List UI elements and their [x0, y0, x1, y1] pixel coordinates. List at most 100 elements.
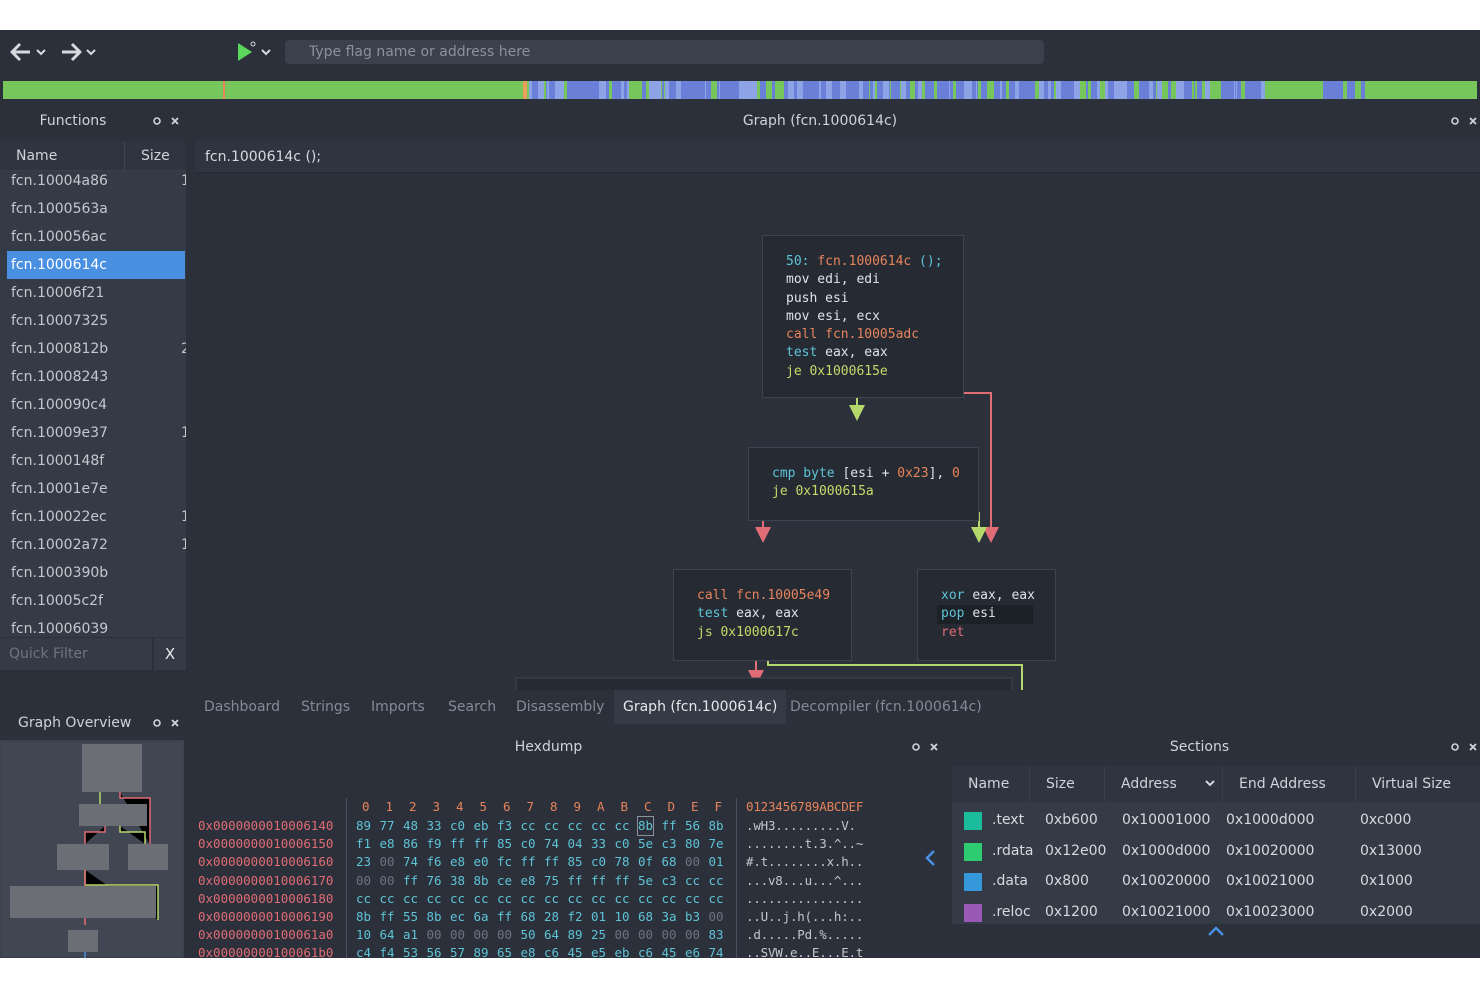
- hexdump-byte[interactable]: ff: [661, 818, 677, 833]
- hexdump-byte[interactable]: 56: [685, 818, 701, 833]
- hexdump-byte[interactable]: 33: [591, 836, 607, 852]
- column-virtual-size[interactable]: Virtual Size: [1372, 776, 1451, 792]
- hexdump-byte[interactable]: 77: [379, 818, 395, 833]
- hexdump-byte[interactable]: 00: [450, 927, 466, 943]
- hexdump-byte[interactable]: cc: [450, 890, 466, 906]
- hexdump-byte[interactable]: c6: [638, 945, 654, 958]
- function-item[interactable]: fcn.10008243: [7, 363, 185, 391]
- hexdump-byte[interactable]: cc: [685, 890, 701, 906]
- hexdump-byte[interactable]: 00: [356, 872, 372, 888]
- hexdump-byte[interactable]: cc: [708, 872, 724, 888]
- hexdump-byte[interactable]: c0: [520, 836, 536, 852]
- hexdump-ascii[interactable]: .d.....Pd.%.....: [746, 927, 864, 943]
- float-icon[interactable]: [152, 718, 162, 728]
- column-name[interactable]: Name: [952, 766, 1030, 802]
- hexdump-byte[interactable]: 00: [685, 854, 701, 870]
- hexdump-byte[interactable]: b3: [685, 909, 701, 924]
- function-item[interactable]: fcn.1000563a: [7, 195, 185, 223]
- hexdump-byte[interactable]: e8: [520, 945, 536, 958]
- hexdump-byte[interactable]: 23: [356, 854, 372, 870]
- column-name[interactable]: Name: [16, 148, 58, 164]
- hexdump-byte[interactable]: cc: [544, 890, 560, 906]
- hexdump-byte[interactable]: ff: [450, 836, 466, 852]
- hexdump-byte[interactable]: 00: [614, 927, 630, 943]
- function-item[interactable]: fcn.10006039: [7, 615, 185, 637]
- hexdump-byte[interactable]: 01: [591, 909, 607, 924]
- basic-block-return[interactable]: xor eax, eax pop esi ret: [917, 569, 1056, 661]
- float-icon[interactable]: [911, 742, 921, 752]
- column-address[interactable]: Address: [1105, 766, 1223, 802]
- tab-imports[interactable]: Imports: [371, 699, 425, 715]
- quick-filter-input[interactable]: [0, 638, 152, 670]
- hexdump-byte[interactable]: ec: [450, 909, 466, 924]
- tab-dashboard[interactable]: Dashboard: [204, 699, 280, 715]
- function-item[interactable]: fcn.10006f21: [7, 279, 185, 307]
- hexdump-byte[interactable]: ff: [520, 854, 536, 870]
- hexdump-byte[interactable]: 45: [567, 945, 583, 958]
- hexdump-ascii[interactable]: #.t........x.h..: [746, 854, 864, 870]
- hexdump-byte[interactable]: cc: [567, 890, 583, 906]
- hexdump-byte[interactable]: 04: [567, 836, 583, 852]
- hexdump-ascii[interactable]: ...v8...u...^...: [746, 872, 864, 888]
- function-item[interactable]: fcn.10007325: [7, 307, 185, 335]
- hexdump-byte[interactable]: 85: [497, 836, 513, 852]
- collapse-left-button[interactable]: [921, 846, 941, 870]
- hexdump-byte[interactable]: 10: [356, 927, 372, 943]
- hexdump-byte[interactable]: f4: [379, 945, 395, 958]
- hexdump-byte[interactable]: e0: [473, 854, 489, 870]
- hexdump-byte[interactable]: 33: [426, 818, 442, 833]
- hexdump-byte[interactable]: e5: [591, 945, 607, 958]
- hexdump-byte[interactable]: 7e: [708, 836, 724, 852]
- hexdump-byte[interactable]: f1: [356, 836, 372, 852]
- hexdump-byte[interactable]: 89: [567, 927, 583, 943]
- hexdump-byte[interactable]: 5e: [638, 872, 654, 888]
- hexdump-ascii[interactable]: ........t.3.^..~: [746, 836, 864, 852]
- hexdump-byte[interactable]: ff: [473, 836, 489, 852]
- hexdump-byte[interactable]: 86: [403, 836, 419, 852]
- hexdump-byte[interactable]: cc: [614, 818, 630, 833]
- float-icon[interactable]: [152, 116, 162, 126]
- hexdump-byte[interactable]: e8: [379, 836, 395, 852]
- hexdump-byte[interactable]: 74: [544, 836, 560, 852]
- hexdump-byte[interactable]: c3: [661, 872, 677, 888]
- hexdump-byte[interactable]: 64: [379, 927, 395, 943]
- hexdump-byte[interactable]: 00: [497, 927, 513, 943]
- hexdump-byte[interactable]: f9: [426, 836, 442, 852]
- hexdump-byte[interactable]: cc: [685, 872, 701, 888]
- debug-start-button[interactable]: [236, 41, 272, 63]
- hexdump-byte[interactable]: c6: [544, 945, 560, 958]
- hexdump-byte[interactable]: cc: [520, 818, 536, 833]
- hexdump-byte[interactable]: e6: [685, 945, 701, 958]
- hexdump-byte[interactable]: cc: [544, 818, 560, 833]
- hexdump-byte[interactable]: ff: [379, 909, 395, 924]
- hexdump-ascii[interactable]: .wH3.........V.: [746, 818, 856, 833]
- hexdump-byte[interactable]: 53: [403, 945, 419, 958]
- hexdump-byte[interactable]: 25: [591, 927, 607, 943]
- hexdump-byte[interactable]: 8b: [426, 909, 442, 924]
- function-item[interactable]: fcn.10001e7e: [7, 475, 185, 503]
- hexdump-byte[interactable]: 68: [661, 854, 677, 870]
- hexdump-byte[interactable]: 55: [403, 909, 419, 924]
- hexdump-byte[interactable]: 00: [426, 927, 442, 943]
- hexdump-byte[interactable]: 8b: [636, 816, 655, 836]
- hexdump-byte[interactable]: f6: [426, 854, 442, 870]
- tab-search[interactable]: Search: [448, 699, 497, 715]
- hexdump-byte[interactable]: 80: [685, 836, 701, 852]
- hexdump-byte[interactable]: cc: [708, 890, 724, 906]
- hexdump-byte[interactable]: ff: [544, 854, 560, 870]
- hexdump-byte[interactable]: cc: [497, 890, 513, 906]
- hexdump-byte[interactable]: f2: [567, 909, 583, 924]
- hexdump-byte[interactable]: 10: [614, 909, 630, 924]
- hexdump-byte[interactable]: c3: [661, 836, 677, 852]
- hexdump-byte[interactable]: cc: [614, 890, 630, 906]
- hexdump-byte[interactable]: 68: [638, 909, 654, 924]
- tab-decompiler-fcn-1000614c[interactable]: Decompiler (fcn.1000614c): [790, 699, 982, 715]
- hexdump-byte[interactable]: 57: [450, 945, 466, 958]
- tab-graph-fcn-1000614c[interactable]: Graph (fcn.1000614c): [614, 690, 787, 724]
- hexdump-byte[interactable]: cc: [473, 890, 489, 906]
- hexdump-byte[interactable]: 00: [661, 927, 677, 943]
- column-size[interactable]: Size: [1030, 766, 1105, 802]
